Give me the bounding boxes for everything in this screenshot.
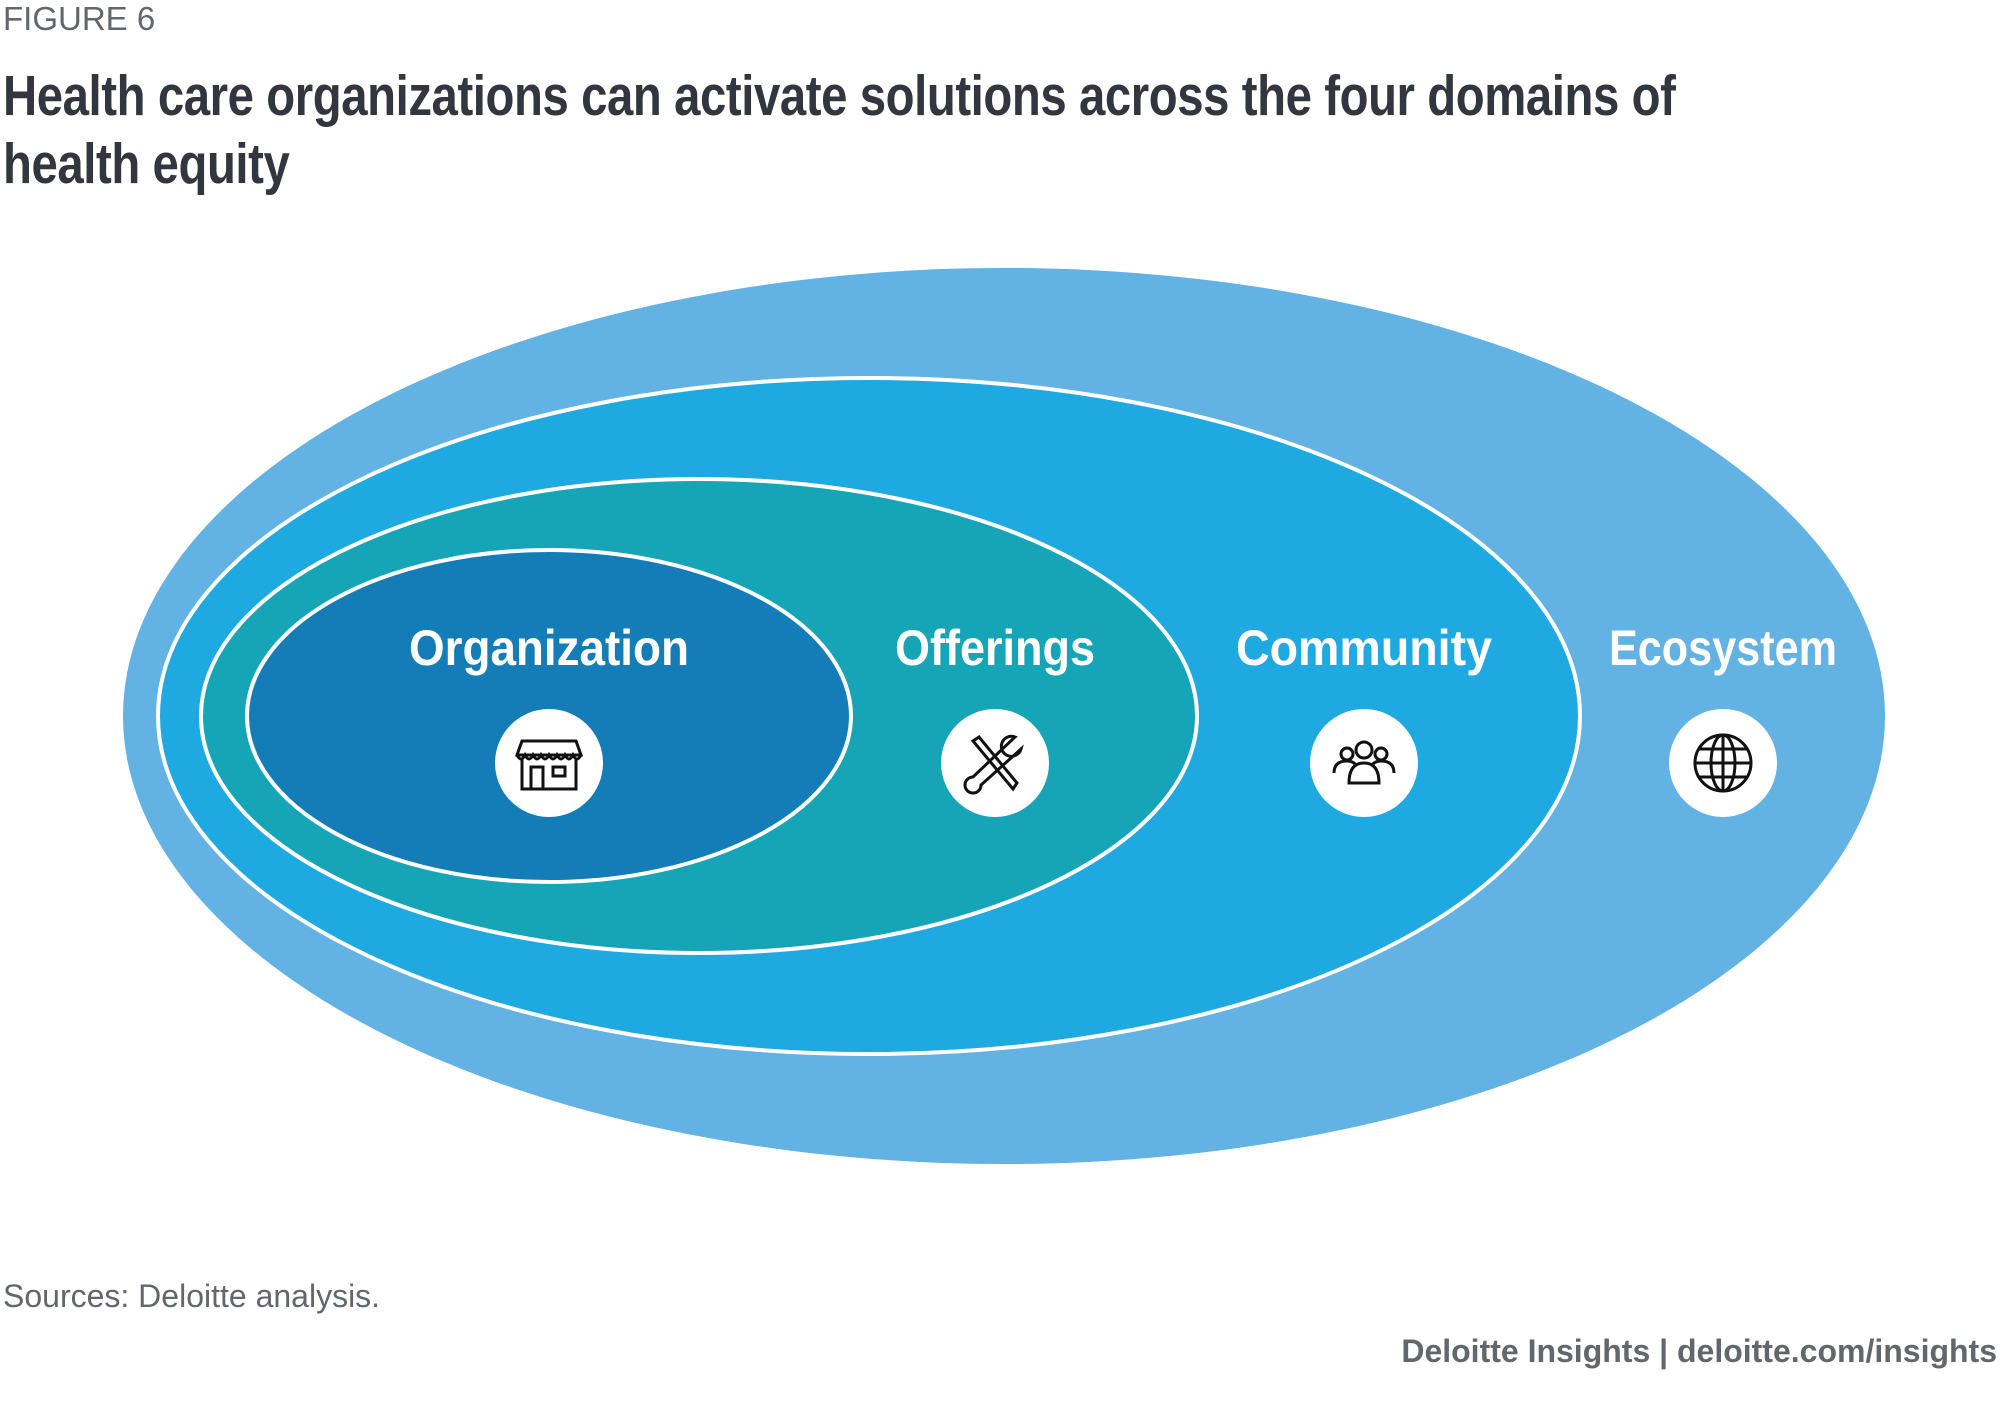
title-line-2: health equity xyxy=(3,132,290,196)
people-group-icon xyxy=(1310,709,1418,817)
label-ecosystem: Ecosystem xyxy=(1609,620,1837,676)
source-note: Sources: Deloitte analysis. xyxy=(3,1278,381,1314)
title-line-1: Health care organizations can activate s… xyxy=(3,64,1676,128)
figure-title: Health care organizations can activate s… xyxy=(3,62,1746,198)
figure-label: FIGURE 6 xyxy=(3,0,156,37)
footer-credit[interactable]: Deloitte Insights | deloitte.com/insight… xyxy=(1401,1333,1997,1369)
tools-icon xyxy=(941,709,1049,817)
label-community: Community xyxy=(1236,620,1492,676)
globe-icon xyxy=(1669,709,1777,817)
label-organization: Organization xyxy=(409,620,689,676)
storefront-icon xyxy=(495,709,603,817)
label-offerings: Offerings xyxy=(895,620,1095,676)
